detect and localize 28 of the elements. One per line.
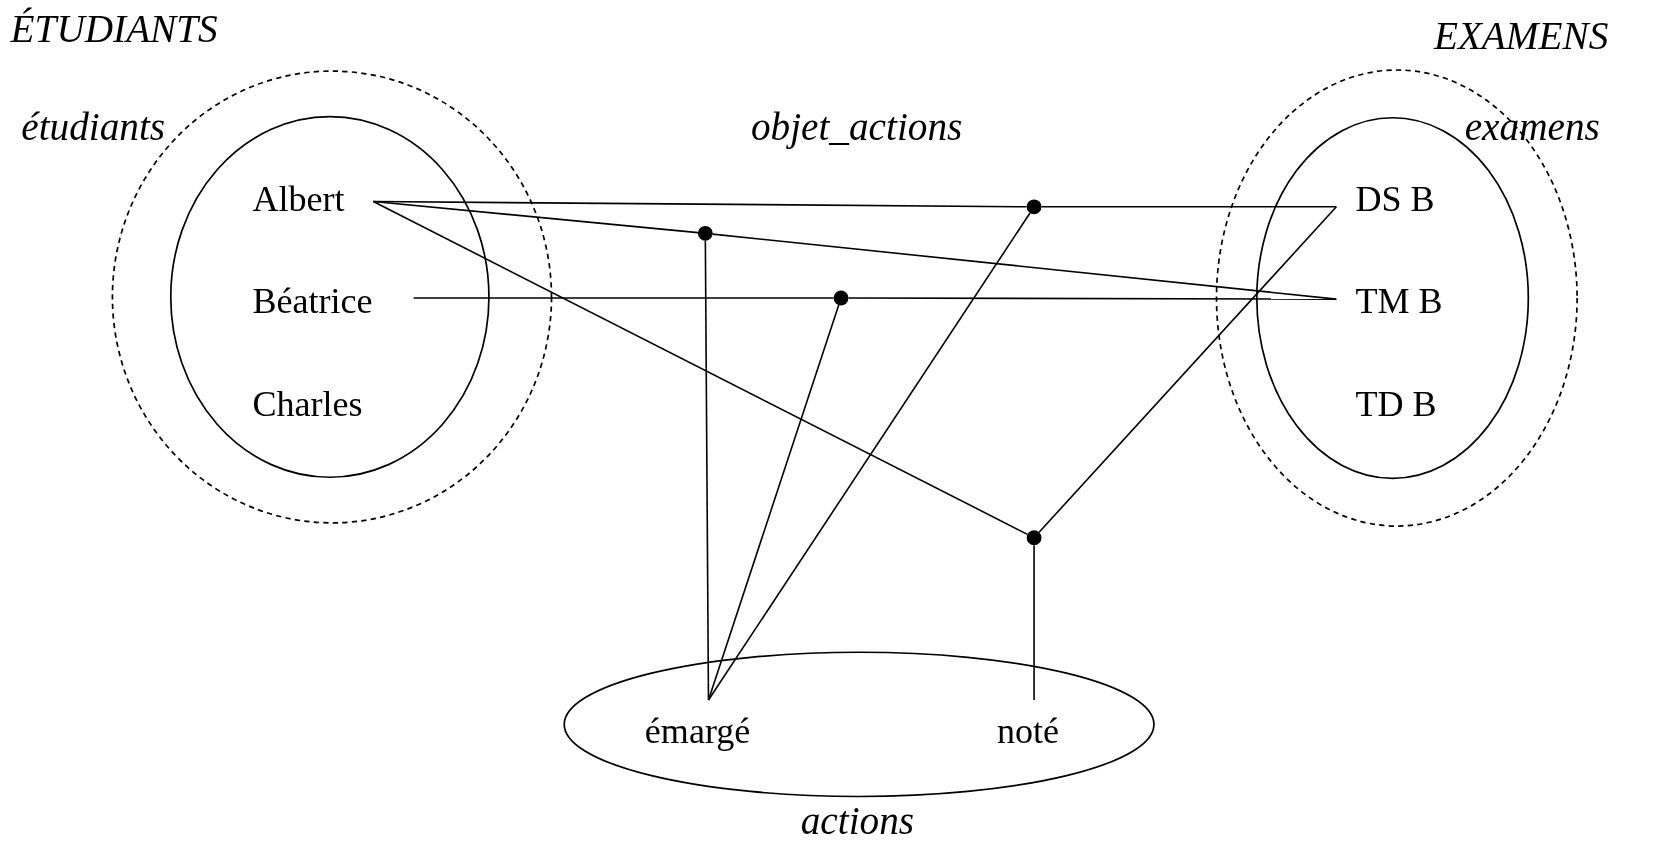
connector-line xyxy=(412,297,835,299)
relation-dot xyxy=(833,290,849,306)
relation-dot xyxy=(697,225,713,241)
set-name: ÉTUDIANTS xyxy=(10,8,218,51)
connector-line xyxy=(1038,206,1338,534)
element-label: Charles xyxy=(252,382,363,426)
element-label: Béatrice xyxy=(252,280,373,323)
set-name: EXAMENS xyxy=(1433,14,1609,58)
relation-name: objet_actions xyxy=(750,106,963,149)
relation-dot xyxy=(1026,530,1042,546)
connector-line xyxy=(707,304,840,701)
set-name: étudiants xyxy=(21,106,166,149)
connector-line xyxy=(1040,206,1338,208)
element-label: TD B xyxy=(1355,382,1437,426)
element-label: Albert xyxy=(252,178,345,221)
connector-line xyxy=(372,200,1029,536)
relation-dot xyxy=(1026,199,1042,215)
element-label: DS B xyxy=(1355,178,1435,221)
element-label: TM B xyxy=(1355,280,1443,323)
element-label: émargé xyxy=(644,710,751,754)
connector-line xyxy=(1033,544,1035,701)
connector-line xyxy=(707,212,1031,701)
set-ellipse xyxy=(8,8,554,527)
connector-line xyxy=(847,297,1338,300)
set-name: examens xyxy=(1464,106,1600,149)
connector-line xyxy=(372,200,699,234)
element-label: noté xyxy=(996,710,1060,754)
set-name: actions xyxy=(800,799,915,842)
